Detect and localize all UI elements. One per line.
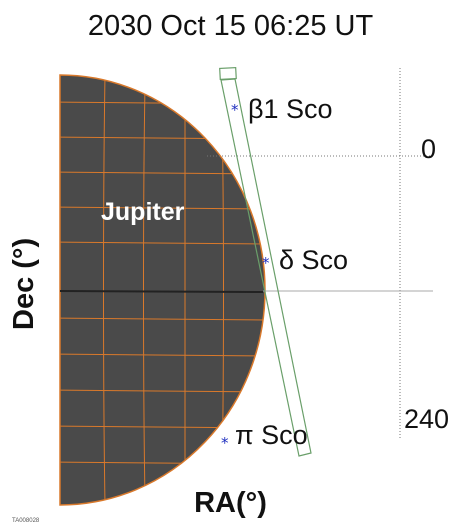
credit-text: TA008028 <box>12 518 40 524</box>
dec-tick-label: 0 <box>421 134 437 164</box>
star-label-delta-sco: δ Sco <box>279 245 349 275</box>
planet-label: Jupiter <box>101 198 185 226</box>
ra-tick-label: 240 <box>404 404 450 434</box>
x-axis-label: RA(°) <box>194 487 267 519</box>
star-label-beta1-sco: β1 Sco <box>248 94 333 124</box>
slit-end-marker <box>219 66 237 81</box>
star-marker-delta-sco: * <box>262 254 270 272</box>
star-label-pi-sco: π Sco <box>235 420 308 450</box>
star-marker-beta1-sco: * <box>231 101 239 119</box>
jupiter-disk <box>59 74 266 506</box>
chart-title: 2030 Oct 15 06:25 UT <box>87 10 374 42</box>
star-marker-pi-sco: * <box>221 434 229 452</box>
equator-line <box>59 290 264 293</box>
y-axis-label: Dec (°) <box>8 237 40 330</box>
